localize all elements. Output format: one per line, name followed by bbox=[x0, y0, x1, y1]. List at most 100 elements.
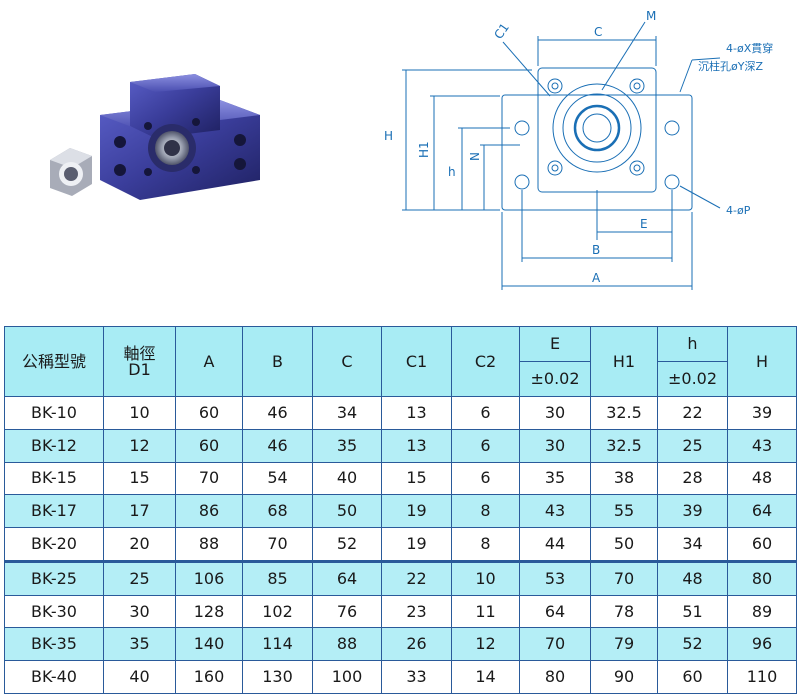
cell-a: 88 bbox=[175, 527, 243, 562]
dim-c1: C1 bbox=[491, 21, 512, 42]
cell-h: 51 bbox=[657, 594, 728, 629]
note-pin-holes: 4-øP bbox=[726, 204, 751, 217]
col-header-e: E bbox=[519, 326, 591, 362]
cell-h1: 50 bbox=[590, 527, 658, 562]
cell-shaft: 12 bbox=[103, 428, 176, 463]
cell-b: 114 bbox=[242, 627, 313, 662]
cell-a: 106 bbox=[175, 559, 243, 596]
dim-m: M bbox=[646, 9, 656, 23]
cell-h1: 78 bbox=[590, 594, 658, 629]
cell-h: 22 bbox=[657, 396, 728, 430]
cell-b: 70 bbox=[242, 527, 313, 562]
cell-c: 35 bbox=[312, 428, 382, 463]
cell-c1: 19 bbox=[381, 494, 452, 528]
dim-b: B bbox=[592, 243, 600, 257]
cell-shaft: 40 bbox=[103, 660, 176, 694]
cell-b: 46 bbox=[242, 396, 313, 430]
cell-c1: 33 bbox=[381, 660, 452, 694]
cell-h1: 79 bbox=[590, 627, 658, 662]
cell-a: 60 bbox=[175, 396, 243, 430]
dim-e: E bbox=[640, 217, 648, 231]
dim-n: N bbox=[468, 152, 482, 161]
cell-b: 68 bbox=[242, 494, 313, 528]
cell-e: 30 bbox=[519, 396, 591, 430]
cell-c2: 11 bbox=[451, 594, 520, 629]
cell-c2: 10 bbox=[451, 559, 520, 596]
cell-c2: 12 bbox=[451, 627, 520, 662]
cell-e: 44 bbox=[519, 527, 591, 562]
cell-e: 30 bbox=[519, 428, 591, 463]
cell-c1: 26 bbox=[381, 627, 452, 662]
cell-c: 88 bbox=[312, 627, 382, 662]
cell-c1: 22 bbox=[381, 559, 452, 596]
cell-h-total: 89 bbox=[727, 594, 797, 629]
cell-h1: 70 bbox=[590, 559, 658, 596]
col-header-b: B bbox=[242, 326, 313, 397]
cell-shaft: 35 bbox=[103, 627, 176, 662]
cell-c2: 6 bbox=[451, 396, 520, 430]
cell-c2: 8 bbox=[451, 494, 520, 528]
cell-h: 25 bbox=[657, 428, 728, 463]
cell-model: BK-20 bbox=[4, 527, 104, 562]
cell-h1: 38 bbox=[590, 461, 658, 496]
cell-h-total: 110 bbox=[727, 660, 797, 694]
col-header-a: A bbox=[175, 326, 243, 397]
cell-e: 35 bbox=[519, 461, 591, 496]
cell-h-total: 48 bbox=[727, 461, 797, 496]
col-header-e-tolerance: ±0.02 bbox=[519, 361, 591, 397]
cell-model: BK-40 bbox=[4, 660, 104, 694]
cell-a: 60 bbox=[175, 428, 243, 463]
dim-h1: H1 bbox=[417, 141, 431, 158]
cell-b: 46 bbox=[242, 428, 313, 463]
cell-c: 76 bbox=[312, 594, 382, 629]
note-counterbore: 沉柱孔øY深Z bbox=[698, 59, 763, 73]
cell-e: 43 bbox=[519, 494, 591, 528]
cell-a: 86 bbox=[175, 494, 243, 528]
cell-model: BK-15 bbox=[4, 461, 104, 496]
cell-shaft: 17 bbox=[103, 494, 176, 528]
cell-c: 34 bbox=[312, 396, 382, 430]
col-header-h-lower: h bbox=[657, 326, 728, 362]
cell-h: 34 bbox=[657, 527, 728, 562]
cell-shaft: 25 bbox=[103, 559, 176, 596]
cell-c2: 6 bbox=[451, 461, 520, 496]
cell-a: 160 bbox=[175, 660, 243, 694]
col-header-h-tolerance: ±0.02 bbox=[657, 361, 728, 397]
dim-h-total: H bbox=[384, 129, 393, 143]
dim-a: A bbox=[592, 271, 601, 285]
cell-c: 100 bbox=[312, 660, 382, 694]
cell-c1: 19 bbox=[381, 527, 452, 562]
cell-e: 64 bbox=[519, 594, 591, 629]
col-header-shaft-line1: 軸徑 bbox=[123, 343, 156, 363]
cell-h1: 32.5 bbox=[590, 396, 658, 430]
drawing-lines bbox=[402, 21, 721, 290]
cell-shaft: 20 bbox=[103, 527, 176, 562]
cell-shaft: 10 bbox=[103, 396, 176, 430]
col-header-h-total: H bbox=[727, 326, 797, 397]
col-header-c1: C1 bbox=[381, 326, 452, 397]
cell-b: 102 bbox=[242, 594, 313, 629]
product-photo bbox=[50, 74, 260, 200]
col-header-shaft-line2: D1 bbox=[128, 359, 151, 379]
cell-model: BK-30 bbox=[4, 594, 104, 629]
col-header-h1: H1 bbox=[590, 326, 658, 397]
cell-c2: 14 bbox=[451, 660, 520, 694]
cell-h-total: 96 bbox=[727, 627, 797, 662]
cell-b: 130 bbox=[242, 660, 313, 694]
cell-c: 64 bbox=[312, 559, 382, 596]
cell-h-total: 80 bbox=[727, 559, 797, 596]
cell-h1: 55 bbox=[590, 494, 658, 528]
cell-c1: 13 bbox=[381, 428, 452, 463]
cell-b: 85 bbox=[242, 559, 313, 596]
cell-e: 80 bbox=[519, 660, 591, 694]
cell-h: 39 bbox=[657, 494, 728, 528]
cell-c1: 13 bbox=[381, 396, 452, 430]
cell-h-total: 60 bbox=[727, 527, 797, 562]
cell-shaft: 30 bbox=[103, 594, 176, 629]
